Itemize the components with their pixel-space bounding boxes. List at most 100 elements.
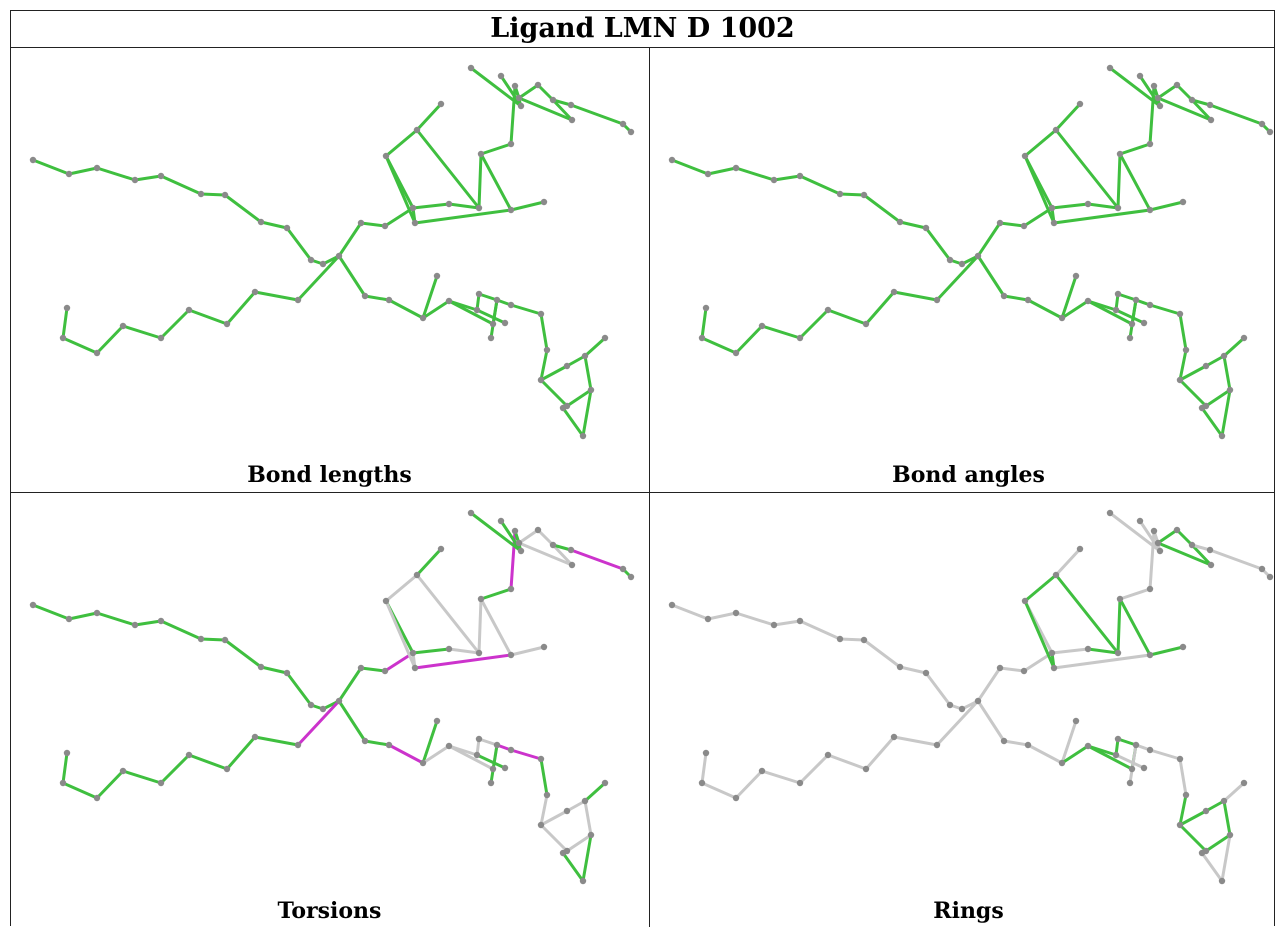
rings-bond-16 — [1116, 597, 1122, 655]
bond-angles-atom-39 — [824, 306, 832, 314]
bond-lengths-bond-68 — [565, 388, 593, 408]
torsions-bond-1 — [67, 611, 99, 621]
bond-angles-bond-5 — [838, 192, 866, 197]
bond-angles-atom-26 — [1136, 72, 1144, 80]
bond-lengths-atom-60 — [563, 362, 571, 370]
bond-angles-bond-69 — [1178, 378, 1208, 408]
rings-bond-33 — [1175, 528, 1194, 547]
rings-bond-2 — [734, 611, 776, 627]
torsions-atom-53 — [489, 765, 497, 773]
bond-angles-bond-16 — [1116, 152, 1122, 210]
bond-angles-bond-18 — [1148, 200, 1185, 212]
bond-lengths-atom-53 — [489, 320, 497, 328]
panel-rings: Rings — [650, 493, 1275, 927]
bond-lengths-bond-46 — [61, 336, 99, 355]
panel-bond-lengths: Bond lengths — [11, 48, 648, 492]
rings-atom-53 — [1128, 765, 1136, 773]
torsions-atom-11 — [335, 697, 343, 705]
bond-lengths-atom-44 — [63, 304, 71, 312]
torsions-atom-63 — [587, 831, 595, 839]
bond-angles-atom-37 — [890, 288, 898, 296]
torsions-bond-39 — [296, 699, 341, 747]
bond-lengths-bond-66 — [583, 336, 607, 358]
bond-angles-atom-1 — [704, 170, 712, 178]
bond-angles-atom-13 — [1020, 222, 1028, 230]
bond-angles-bond-67 — [1222, 354, 1232, 392]
bond-lengths-bond-59 — [489, 298, 499, 340]
bond-lengths-atom-21 — [437, 100, 445, 108]
bond-angles-bond-42 — [826, 308, 868, 326]
bond-lengths-atom-49 — [445, 297, 453, 305]
bond-angles-bond-72 — [1200, 406, 1224, 438]
rings-bond-58 — [1114, 753, 1146, 770]
rings-bond-57 — [1086, 744, 1134, 771]
bond-lengths-atom-20 — [507, 140, 515, 148]
rings-atom-54 — [1140, 764, 1148, 772]
bond-lengths-atom-9 — [307, 256, 315, 264]
bond-angles-atom-57 — [1176, 310, 1184, 318]
bond-angles-bond-64 — [1178, 364, 1208, 382]
rings-atom-49 — [1084, 742, 1092, 750]
bond-angles-atom-50 — [1112, 306, 1120, 314]
bond-lengths-atom-35 — [627, 128, 635, 136]
bond-lengths-atom-32 — [567, 101, 575, 109]
bond-angles-bond-24 — [1023, 154, 1056, 225]
rings-bond-43 — [798, 753, 830, 785]
bond-lengths-bond-16 — [477, 152, 483, 210]
bond-angles-bond-65 — [1204, 354, 1226, 368]
bond-angles-bond-0 — [670, 158, 710, 176]
torsions-atom-16 — [475, 649, 483, 657]
bond-angles-atom-42 — [732, 349, 740, 357]
bond-angles-bond-37 — [1208, 103, 1264, 126]
torsions-atom-12 — [357, 664, 365, 672]
bond-lengths-atom-39 — [185, 306, 193, 314]
bond-angles-bond-33 — [1175, 83, 1194, 102]
torsions-atom-3 — [131, 621, 139, 629]
bond-angles-bond-44 — [760, 324, 802, 340]
bond-angles-atom-10 — [958, 260, 966, 268]
torsions-atom-61 — [581, 797, 589, 805]
bond-angles-atom-52 — [1132, 296, 1140, 304]
bond-angles-atom-29 — [1154, 94, 1162, 102]
torsions-bond-5 — [199, 637, 227, 642]
torsions-atom-2 — [93, 609, 101, 617]
torsions-bond-45 — [95, 769, 125, 800]
bond-angles-bond-45 — [734, 324, 764, 355]
rings-atom-15 — [1084, 645, 1092, 653]
torsions-atom-1 — [65, 615, 73, 623]
bond-lengths-atom-8 — [283, 224, 291, 232]
bond-lengths-bond-22 — [384, 128, 419, 158]
molecule-diagram-rings — [668, 509, 1274, 885]
bond-angles-atom-51 — [1114, 290, 1122, 298]
rings-atom-6 — [860, 636, 868, 644]
bond-angles-bond-68 — [1204, 388, 1232, 408]
rings-atom-43 — [698, 779, 706, 787]
torsions-bond-32 — [517, 528, 540, 545]
rings-bond-40 — [892, 735, 939, 747]
bond-lengths-bond-63 — [539, 348, 549, 382]
rings-bond-35 — [1156, 541, 1213, 567]
torsions-bond-11 — [337, 666, 363, 703]
torsions-atom-43 — [59, 779, 67, 787]
rings-atom-41 — [758, 767, 766, 775]
torsions-atom-55 — [487, 779, 495, 787]
rings-atom-3 — [770, 621, 778, 629]
bond-angles-atom-59 — [1176, 376, 1184, 384]
torsions-atom-47 — [419, 759, 427, 767]
bond-lengths-atom-58 — [543, 346, 551, 354]
torsions-bond-35 — [517, 541, 574, 567]
torsions-atom-10 — [319, 705, 327, 713]
bond-lengths-bond-32 — [517, 83, 540, 100]
torsions-atom-41 — [119, 767, 127, 775]
rings-bond-70 — [1220, 833, 1232, 883]
bond-angles-bond-15 — [1086, 202, 1120, 210]
torsions-atom-37 — [251, 733, 259, 741]
torsions-atom-34 — [619, 565, 627, 573]
bond-angles-atom-47 — [1058, 314, 1066, 322]
torsions-atom-22 — [413, 571, 421, 579]
panel-bond-angles: Bond angles — [650, 48, 1275, 492]
bond-lengths-bond-39 — [296, 254, 341, 302]
torsions-atom-59 — [537, 821, 545, 829]
bond-lengths-atom-34 — [619, 120, 627, 128]
bond-angles-atom-46 — [1024, 296, 1032, 304]
